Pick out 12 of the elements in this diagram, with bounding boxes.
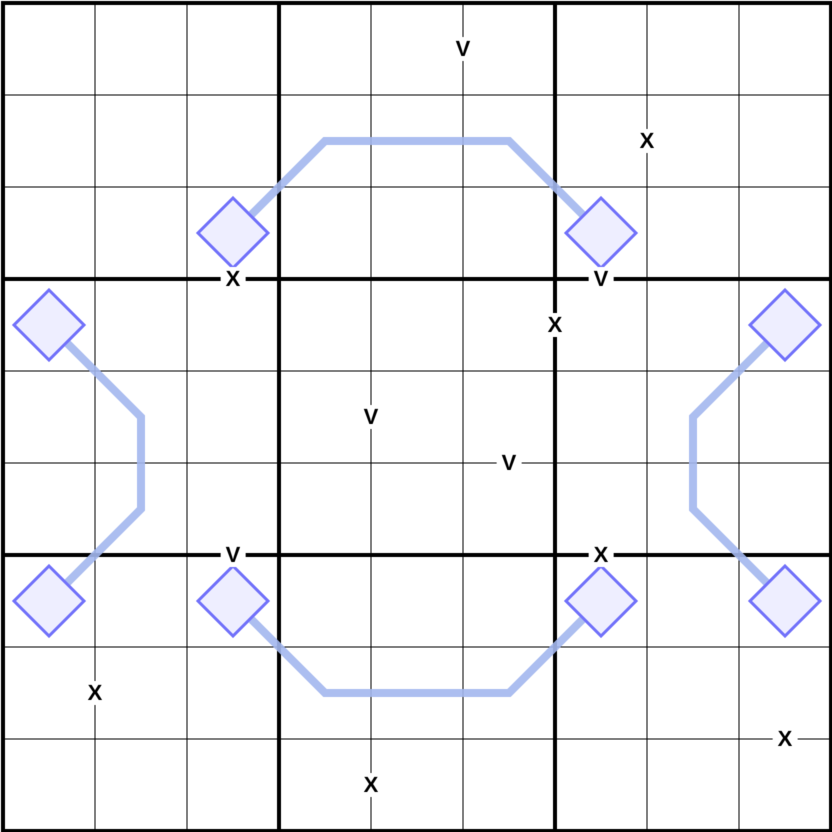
line <box>689 340 770 586</box>
line <box>248 137 586 218</box>
diamond-marker <box>748 288 822 362</box>
diamond-marker <box>12 564 86 638</box>
diamond-marker <box>564 196 638 270</box>
diamond-marker <box>564 564 638 638</box>
line <box>64 340 145 586</box>
diamond-marker <box>196 564 270 638</box>
line <box>248 616 586 697</box>
diamond-marker <box>196 196 270 270</box>
diamond-marker <box>748 564 822 638</box>
diamond-marker <box>12 288 86 362</box>
